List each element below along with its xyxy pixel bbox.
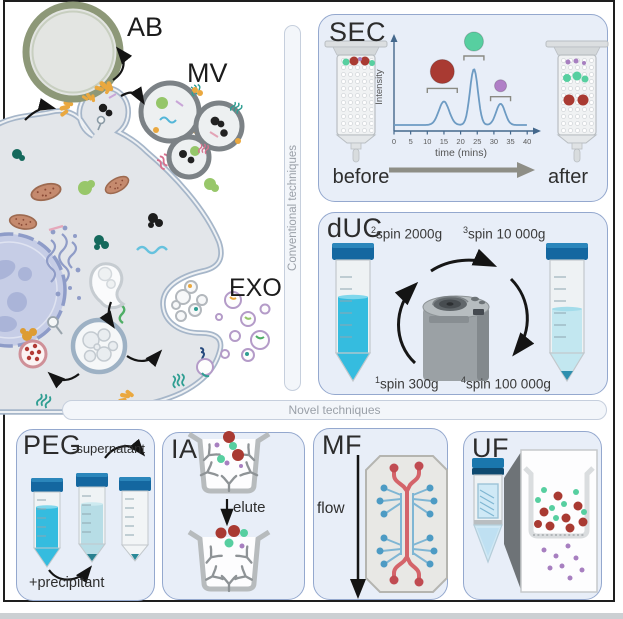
duc-step3-text: spin 10 000g — [468, 226, 546, 242]
peg-title: PEG — [23, 430, 82, 460]
duc-tube-input — [332, 243, 374, 383]
ia-title: IA — [171, 434, 198, 464]
duc-step1-sup: 1 — [375, 375, 381, 385]
microvesicles — [138, 80, 245, 180]
ia-illustration — [187, 431, 271, 593]
peg-tube-2 — [76, 473, 108, 563]
sec-panel: Intensity time (mins) 0 5 10 15 20 25 30 35 40 S… — [318, 14, 609, 202]
sec-particle-small-purple — [494, 79, 508, 93]
bottom-strip — [0, 613, 623, 619]
mf-title: MF — [322, 430, 362, 460]
sec-particle-large-red — [429, 58, 455, 84]
sec-illustration: Intensity time (mins) 0 5 10 15 20 25 30 35 40 — [324, 31, 609, 178]
peg-illustration — [31, 438, 151, 584]
duc-step1-text: spin 300g — [380, 376, 439, 392]
label-ab: AB — [127, 12, 163, 42]
duc-step1-label: 1spin 300g — [375, 375, 439, 392]
sec-column-before — [324, 40, 388, 163]
svg-text:5: 5 — [409, 137, 413, 146]
label-mv: MV — [187, 58, 228, 88]
uf-illustration — [472, 449, 598, 593]
ia-well-eluted — [187, 525, 271, 593]
duc-panel: dUC 2spin 2000g 3spin 10 000g 1spin 300g… — [318, 212, 608, 395]
duc-step2-label: 2spin 2000g — [371, 225, 442, 242]
ia-elute-label: elute — [233, 499, 266, 516]
peg-tube-3 — [119, 477, 151, 562]
uf-title: UF — [472, 433, 509, 463]
microfluidic-chip — [365, 455, 448, 593]
uf-spin-filter-tube — [472, 458, 504, 564]
peg-supernatant-label: -supernatant — [72, 441, 145, 456]
chip-red-channel — [389, 461, 424, 587]
sec-xlabel: time (mins) — [435, 147, 487, 159]
multivesicular-body — [70, 317, 128, 375]
svg-text:0: 0 — [392, 137, 396, 146]
svg-text:35: 35 — [506, 137, 514, 146]
svg-text:15: 15 — [440, 137, 448, 146]
novel-techniques-label: Novel techniques — [288, 403, 381, 417]
novel-techniques-pill: Novel techniques — [62, 400, 607, 420]
uf-filtrate-particles — [541, 543, 585, 581]
sec-title: SEC — [329, 17, 387, 47]
duc-illustration — [332, 243, 588, 383]
conventional-techniques-pill: Conventional techniques — [284, 25, 301, 391]
conventional-techniques-label: Conventional techniques — [286, 145, 299, 271]
duc-step4-label: 4spin 100 000g — [461, 375, 551, 392]
duc-title: dUC — [327, 213, 383, 243]
duc-step2-text: spin 2000g — [376, 226, 443, 242]
cell-biogenesis-illustration: AB MV — [0, 1, 282, 402]
exosomes — [171, 280, 271, 378]
svg-text:25: 25 — [473, 137, 481, 146]
duc-step3-label: 3spin 10 000g — [463, 225, 545, 242]
sec-before-label: before — [332, 166, 390, 188]
label-exo: EXO — [229, 274, 282, 302]
lysosome — [18, 339, 48, 369]
svg-text:40: 40 — [523, 137, 531, 146]
mf-panel: MF flow — [313, 428, 448, 600]
uf-membrane-inset — [520, 449, 598, 593]
uf-panel: UF — [463, 431, 602, 600]
svg-text:30: 30 — [490, 137, 498, 146]
svg-text:20: 20 — [456, 137, 464, 146]
ia-well-capture — [187, 431, 271, 494]
peg-panel: PEG -supernatant +precipitant — [16, 429, 155, 601]
sec-chart-axes — [390, 34, 541, 135]
amphisome — [89, 262, 126, 310]
protein-blobs — [12, 93, 219, 341]
centrifuge — [422, 295, 490, 381]
duc-step4-text: spin 100 000g — [466, 376, 551, 392]
sec-ylabel: Intensity — [374, 69, 385, 105]
sec-chromatogram: 0 5 10 15 20 25 30 35 40 — [392, 31, 531, 146]
peg-tube-1 — [31, 478, 63, 568]
sec-after-label: after — [547, 166, 589, 188]
chip-blue-ports — [376, 484, 438, 568]
sec-particle-medium-green — [463, 31, 484, 52]
sec-column-after — [545, 40, 609, 163]
centrifuge-cycle-arrows — [394, 248, 535, 365]
duc-tube-output — [546, 243, 588, 383]
duc-step2-sup: 2 — [371, 225, 377, 235]
duc-step4-sup: 4 — [461, 375, 467, 385]
svg-text:10: 10 — [423, 137, 431, 146]
elution-direction-arrow — [389, 162, 535, 178]
mf-flow-arrow — [350, 455, 366, 599]
uf-retained-particles — [534, 487, 588, 533]
endoplasmic-reticulum — [45, 225, 81, 300]
peg-precipitant-label: +precipitant — [29, 575, 105, 591]
peg-arrows — [48, 438, 146, 584]
mf-flow-label: flow — [317, 500, 345, 517]
pathway-arrows — [24, 46, 163, 389]
uf-zoom-wedge — [504, 452, 521, 590]
chip-blue-channels — [381, 488, 433, 564]
mf-illustration — [350, 455, 448, 599]
ia-panel: IA elute — [162, 431, 305, 600]
duc-step3-sup: 3 — [463, 225, 469, 235]
